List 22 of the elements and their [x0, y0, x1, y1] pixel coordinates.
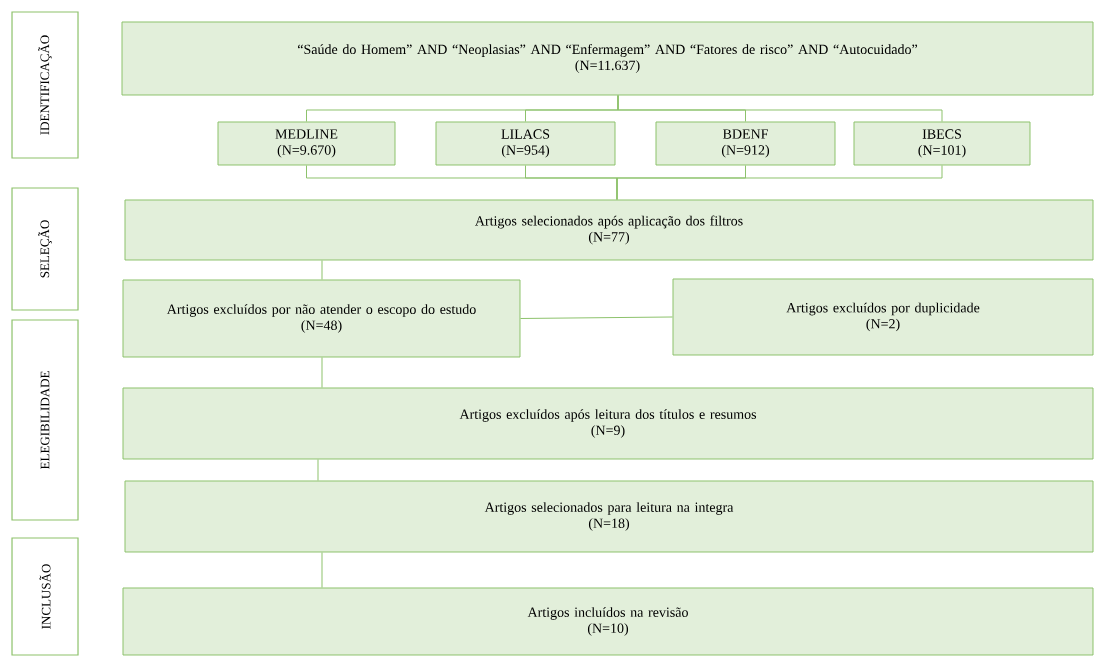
connector-line [321, 357, 323, 388]
connector-line [321, 260, 323, 280]
connector-line [321, 552, 323, 588]
process-box: Artigos excluídos por não atender o escopo do estudo (N=48) [122, 279, 521, 358]
stage-label-box: ELEGIBILIDADE [11, 319, 79, 521]
process-box: Artigos incluídos na revisão (N=10) [122, 587, 1094, 656]
process-box: MEDLINE (N=9.670) [217, 121, 396, 166]
connector-line [617, 95, 943, 122]
process-box: LILACS (N=954) [435, 121, 616, 166]
process-box: Artigos selecionados para leitura na integra (N=18) [124, 480, 1094, 553]
connector-line [520, 316, 673, 319]
process-box: Artigos selecionados após aplicação dos filtros (N=77) [124, 199, 1094, 261]
connector-line [317, 459, 319, 481]
process-box: BDENF (N=912) [655, 121, 836, 166]
connector-line [616, 165, 943, 200]
stage-label-box: SELEÇÃO [11, 187, 79, 311]
stage-label-box: IDENTIFICAÇÃO [11, 11, 79, 159]
process-box: Artigos excluídos por duplicidade (N=2) [672, 278, 1094, 356]
stage-label-box: INCLUSÃO [11, 537, 79, 656]
process-box: “Saúde do Homem” AND “Neoplasias” AND “Enfermagem” AND “Fatores de risco” AND “Autocuidado” (N=11.637) [121, 21, 1094, 96]
process-box: IBECS (N=101) [853, 121, 1031, 166]
process-box: Artigos excluídos após leitura dos títulos e resumos (N=9) [122, 387, 1094, 460]
